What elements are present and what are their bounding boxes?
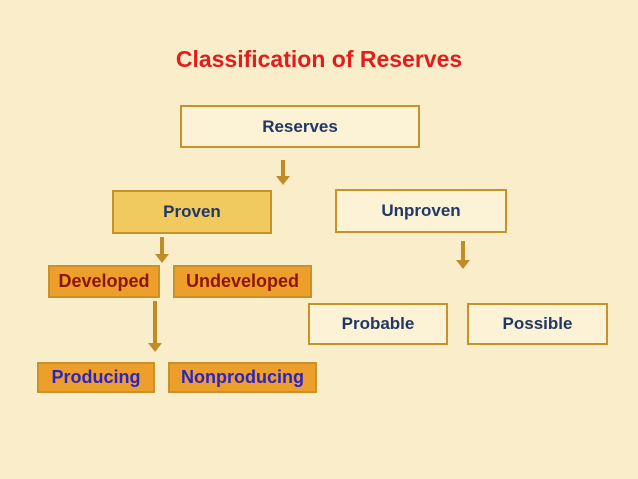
diagram-title: Classification of Reserves bbox=[175, 46, 463, 72]
node-undeveloped: Undeveloped bbox=[173, 265, 312, 298]
arrow-stem bbox=[153, 301, 157, 343]
node-possible: Possible bbox=[467, 303, 608, 345]
arrow-stem bbox=[160, 237, 164, 254]
node-nonproducing: Nonproducing bbox=[168, 362, 317, 393]
arrow-reserves-down-icon bbox=[276, 160, 290, 185]
arrow-stem bbox=[281, 160, 285, 176]
arrow-stem bbox=[461, 241, 465, 260]
node-producing: Producing bbox=[37, 362, 155, 393]
arrow-proven-down-icon bbox=[155, 237, 169, 263]
node-developed: Developed bbox=[48, 265, 160, 298]
arrow-head bbox=[276, 176, 290, 185]
arrow-unproven-down-icon bbox=[456, 241, 470, 269]
arrow-head bbox=[148, 343, 162, 352]
node-probable: Probable bbox=[308, 303, 448, 345]
node-reserves: Reserves bbox=[180, 105, 420, 148]
arrow-head bbox=[155, 254, 169, 263]
arrow-head bbox=[456, 260, 470, 269]
node-proven: Proven bbox=[112, 190, 272, 234]
arrow-developed-down-icon bbox=[148, 301, 162, 352]
node-unproven: Unproven bbox=[335, 189, 507, 233]
